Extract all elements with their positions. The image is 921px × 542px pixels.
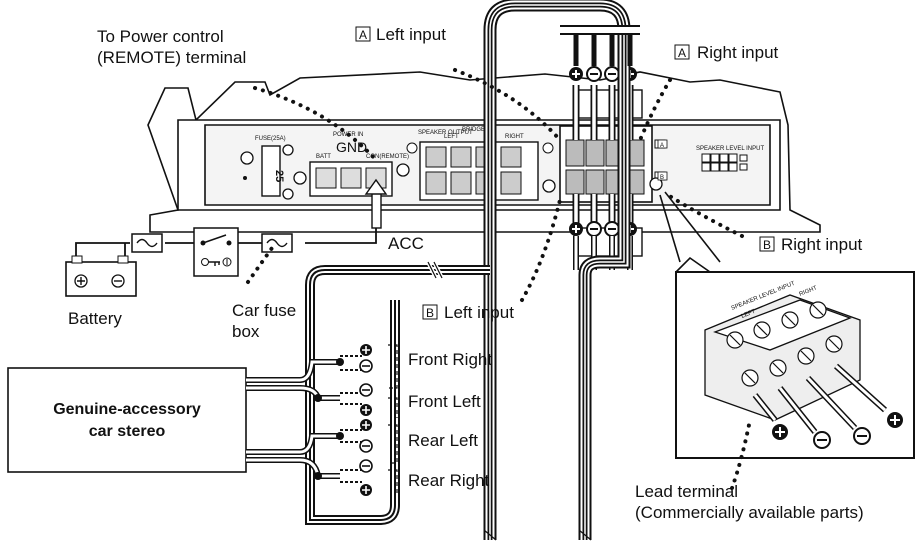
a-left-input-label: A Left input — [355, 25, 446, 44]
car-fuse — [261, 233, 293, 253]
svg-text:Right input: Right input — [781, 235, 863, 254]
svg-text:B: B — [763, 238, 771, 252]
inset-polarity-markers — [772, 412, 903, 449]
battery-icon — [65, 255, 137, 297]
lead-terminal-label-line2: (Commercially available parts) — [635, 503, 864, 522]
fuse-value: 25 — [273, 170, 285, 182]
dotted-leaders — [246, 68, 752, 490]
inline-fuse — [131, 233, 163, 253]
batt-label: BATT — [316, 154, 331, 160]
acc-label: ACC — [388, 234, 424, 253]
rear-left-label: Rear Left — [408, 431, 478, 450]
b-left-input-label: B Left input — [422, 303, 514, 322]
svg-text:Left input: Left input — [376, 25, 446, 44]
svg-text:A: A — [660, 143, 664, 149]
bridged-label: BRIDGED — [462, 127, 490, 133]
gnd-label: GND — [336, 139, 367, 155]
front-left-label: Front Left — [408, 392, 481, 411]
top-polarity-markers — [569, 66, 637, 82]
svg-text:A: A — [678, 46, 686, 60]
power-in-terminal: POWER IN GND BATT CON(REMOTE) — [293, 132, 410, 197]
power-control-label-line2: (REMOTE) terminal — [97, 48, 246, 67]
svg-text:Left input: Left input — [444, 303, 514, 322]
car-fuse-label-line1: Car fuse — [232, 301, 296, 320]
svg-text:A: A — [359, 28, 367, 42]
sp-right-label: RIGHT — [505, 134, 524, 140]
speaker-level-input-panel: SPEAKER LEVEL INPUT — [696, 146, 764, 172]
lead-terminal-label-line1: Lead terminal — [635, 482, 738, 501]
inset-left-label: LEFT — [741, 309, 757, 320]
car-fuse-label-line2: box — [232, 322, 260, 341]
stereo-label-line1: Genuine-accessory — [53, 401, 201, 418]
power-control-label-line1: To Power control — [97, 27, 224, 46]
amp-fuse: FUSE(25A) 25 — [240, 136, 294, 200]
sp-left-label: LEFT — [444, 134, 459, 140]
signal-harness — [305, 0, 640, 541]
car-stereo: Genuine-accessory car stereo — [7, 367, 247, 473]
con-remote-label: CON(REMOTE) — [366, 154, 409, 160]
inset-callout — [659, 191, 721, 263]
b-right-input-label: B Right input — [759, 235, 863, 254]
rear-right-label: Rear Right — [408, 471, 490, 490]
svg-text:Right input: Right input — [697, 43, 779, 62]
front-right-label: Front Right — [408, 350, 492, 369]
stereo-label-line2: car stereo — [89, 423, 166, 440]
svg-text:B: B — [426, 306, 434, 320]
panel-box-a: A — [657, 139, 668, 149]
svg-text:B: B — [660, 175, 664, 181]
acc-arrow — [364, 178, 388, 229]
sli-panel-label: SPEAKER LEVEL INPUT — [696, 146, 764, 152]
speaker-output-label: SPEAKER OUTPUT — [418, 130, 473, 136]
ignition-switch — [193, 227, 239, 277]
a-right-input-label: A Right input — [674, 43, 779, 62]
fuse-rating-label: FUSE(25A) — [255, 136, 286, 142]
battery-label: Battery — [68, 309, 122, 328]
speaker-wires — [246, 344, 398, 493]
lead-terminal-inset: SPEAKER LEVEL INPUT LEFT RIGHT — [675, 256, 915, 459]
speaker-polarity-markers — [359, 344, 373, 496]
speaker-junction-dots — [314, 358, 344, 480]
panel-box-b: B — [657, 171, 668, 181]
